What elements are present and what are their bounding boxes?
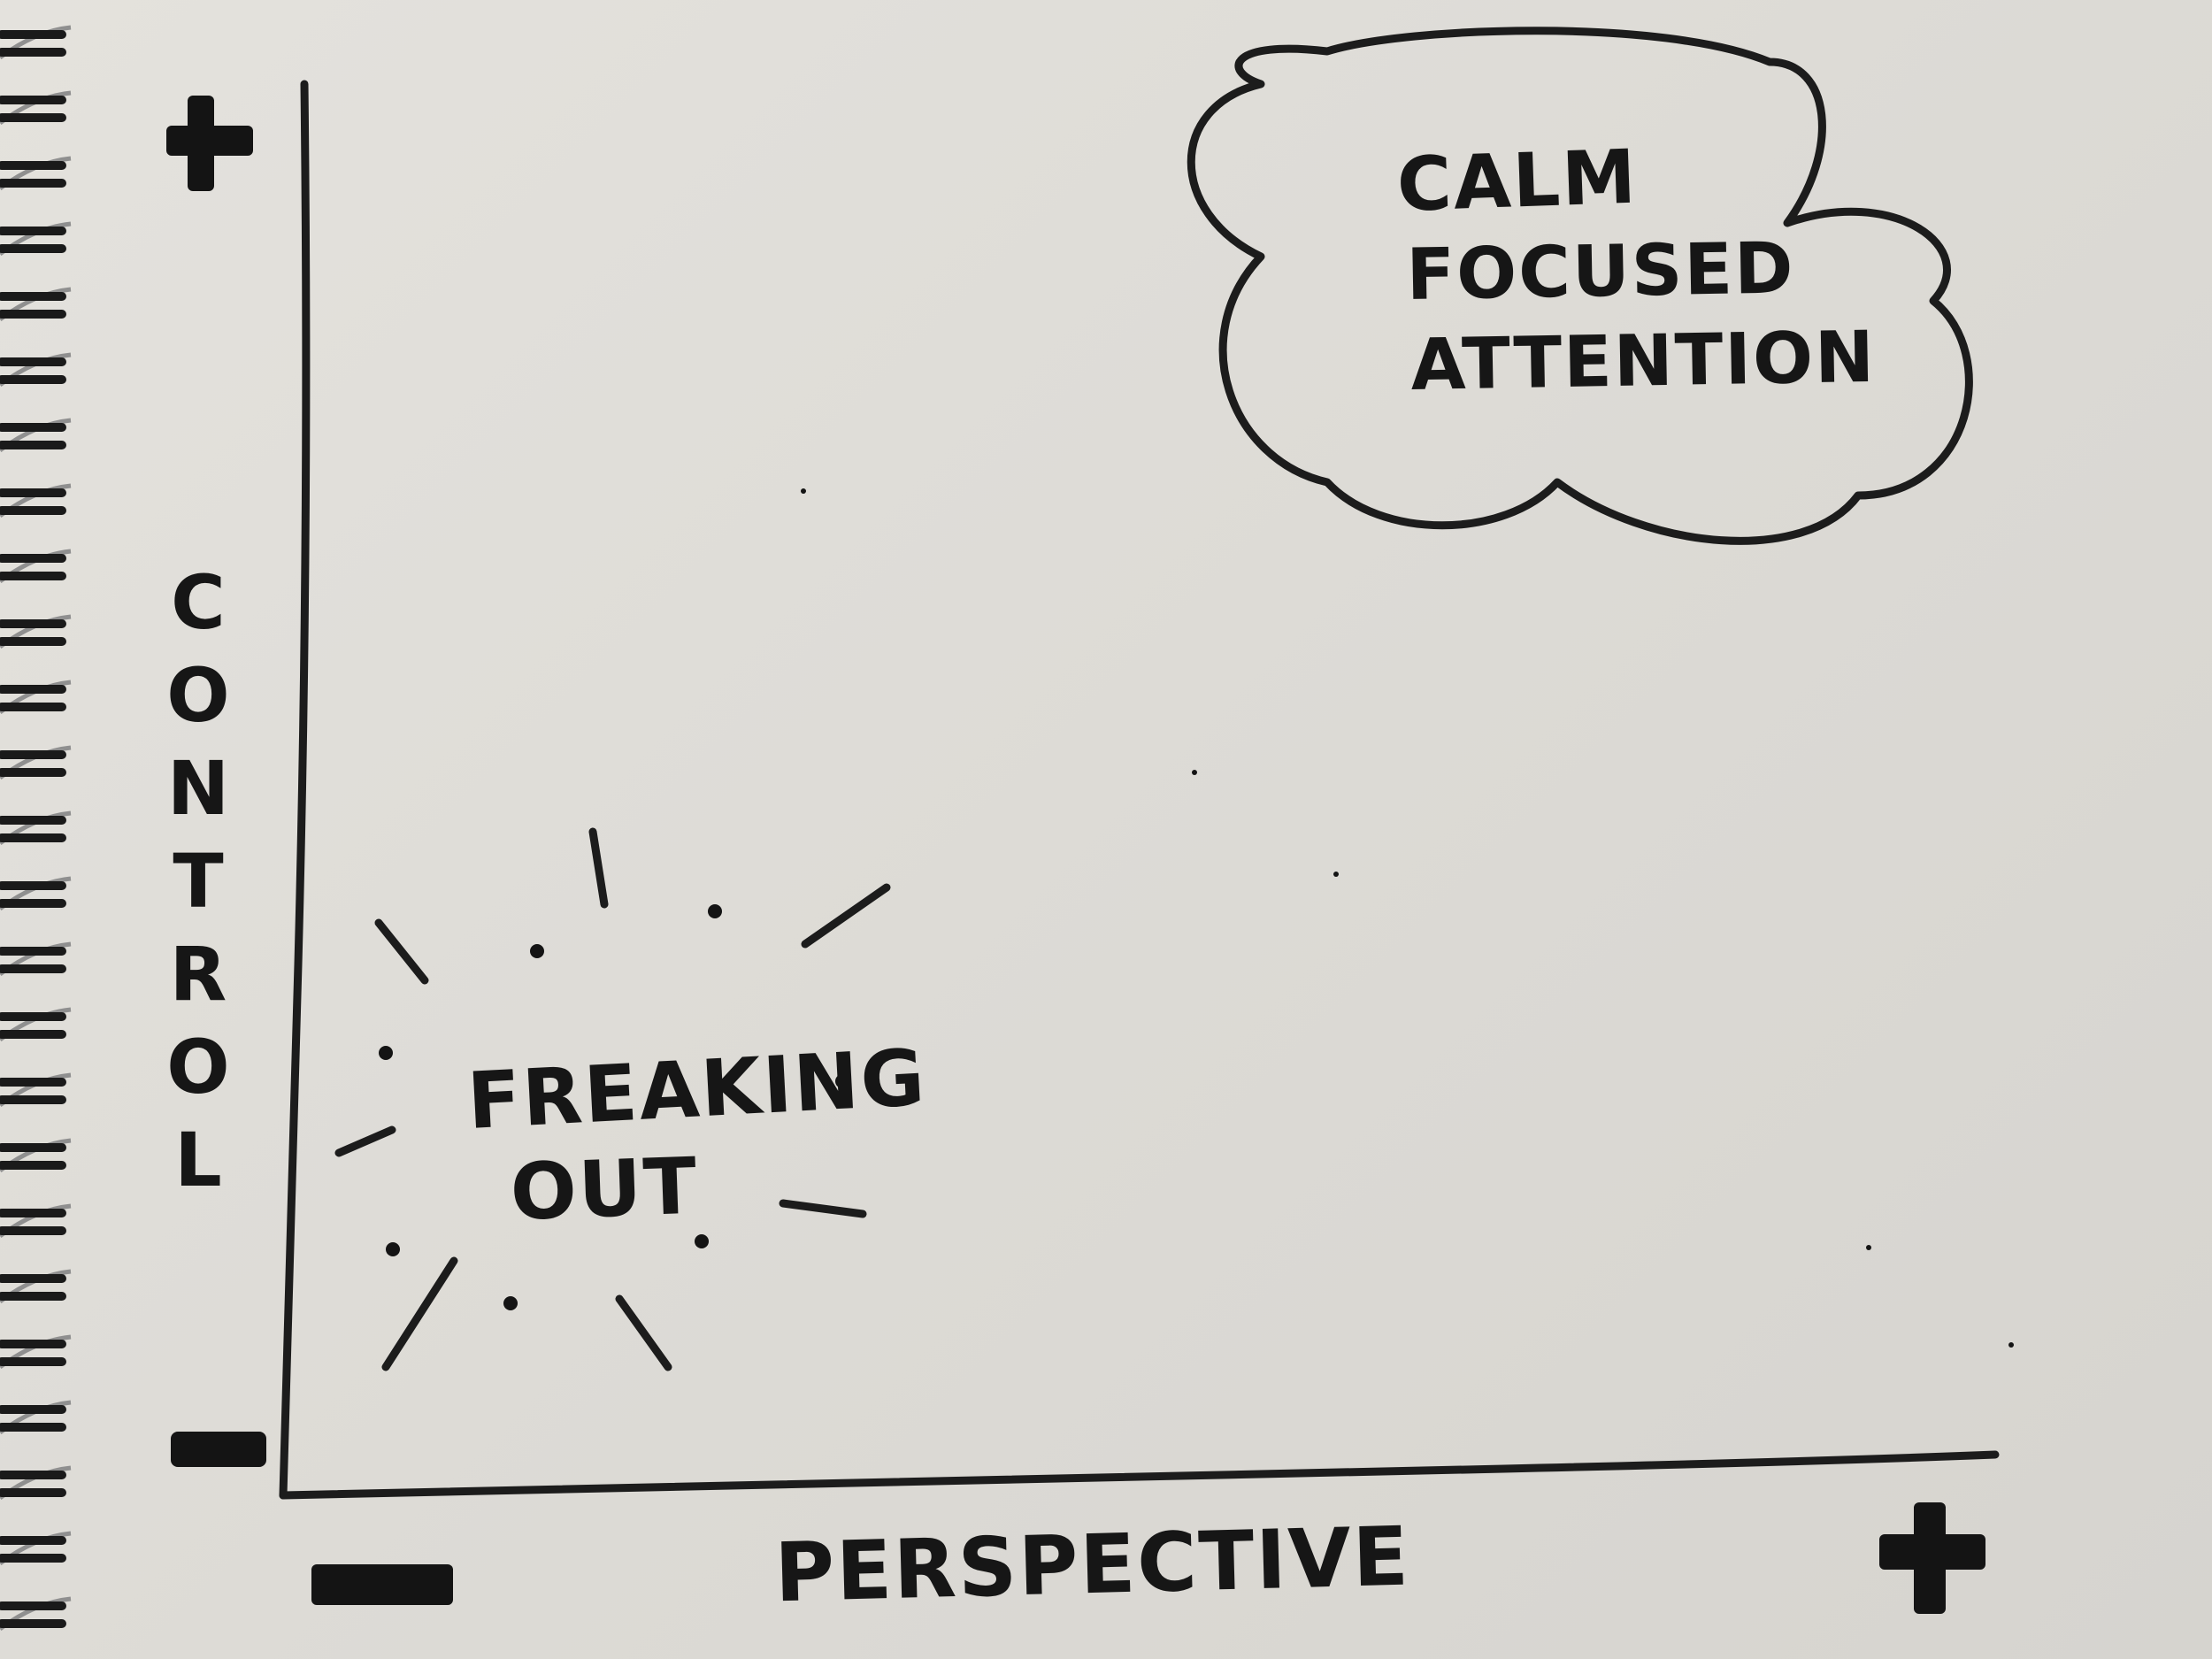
binding-coil: [2, 624, 62, 641]
binding-coil: [2, 493, 62, 511]
calm-focused-attention-cloud: CALM FOCUSED ATTENTION: [1191, 31, 1969, 541]
binding-coil: [2, 1344, 62, 1362]
binding-coil: [2, 1606, 62, 1624]
burst-label-line-2: OUT: [509, 1141, 700, 1238]
binding-coil: [2, 755, 62, 772]
binding-coil: [2, 1409, 62, 1427]
x-axis: [283, 1455, 1995, 1495]
y-axis-low-marker: [171, 1432, 266, 1467]
y-axis: [283, 84, 306, 1495]
cloud-label-line-2: FOCUSED: [1406, 227, 1796, 316]
binding-coil: [2, 1213, 62, 1231]
x-axis-label: PERSPECTIVE: [773, 1509, 1411, 1621]
y-axis-label-letter: O: [166, 1024, 231, 1110]
y-axis-label-letter: L: [174, 1117, 224, 1203]
binding-coil: [2, 1017, 62, 1034]
binding-coil: [2, 1540, 62, 1558]
binding-coil: [2, 886, 62, 903]
binding-coil: [2, 689, 62, 707]
y-axis-label-letter: N: [167, 745, 231, 832]
y-axis-label-letter: C: [171, 559, 227, 646]
x-axis-low-marker: [311, 1564, 453, 1605]
binding-coil: [2, 1475, 62, 1493]
cloud-label-line-1: CALM: [1395, 134, 1639, 228]
cloud-label-line-3: ATTENTION: [1410, 316, 1877, 406]
x-axis-high-marker: [1879, 1502, 1985, 1614]
y-axis-high-marker: [166, 96, 253, 191]
binding-coil: [2, 951, 62, 969]
spiral-binding: [0, 27, 71, 1629]
binding-coil: [2, 558, 62, 576]
binding-coil: [2, 1148, 62, 1165]
y-axis-label-letter: O: [166, 652, 231, 739]
freaking-out-burst: FREAKING OUT: [339, 832, 928, 1367]
binding-coil: [2, 231, 62, 249]
binding-coil: [2, 100, 62, 118]
binding-coil: [2, 820, 62, 838]
y-axis-label-letter: R: [170, 931, 229, 1018]
binding-coil: [2, 165, 62, 183]
burst-label-line-1: FREAKING: [465, 1032, 929, 1147]
binding-coil: [2, 1082, 62, 1100]
binding-coil: [2, 35, 62, 52]
y-axis-label-letter: T: [173, 838, 225, 925]
binding-coil: [2, 362, 62, 380]
binding-coil: [2, 427, 62, 445]
binding-coil: [2, 296, 62, 314]
paper-specks: [801, 488, 2014, 1348]
binding-coil: [2, 1279, 62, 1296]
